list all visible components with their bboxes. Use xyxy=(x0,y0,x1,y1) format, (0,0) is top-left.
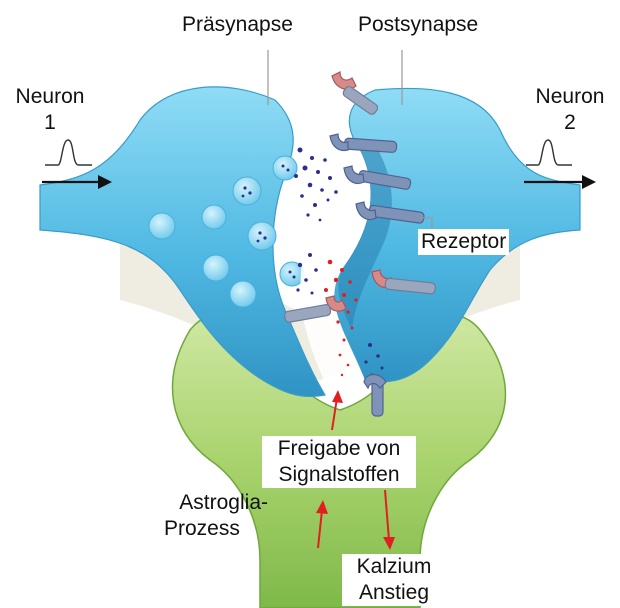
receptor-label: Rezeptor xyxy=(418,229,509,255)
astroglia-label: Astroglia- Prozess xyxy=(158,490,268,542)
calcium-label: Kalzium Anstieg xyxy=(342,554,446,606)
astroglia-label-line1: Astroglia- xyxy=(158,490,268,516)
calcium-label-line1: Kalzium xyxy=(345,554,443,580)
release-label: Freigabe von Signalstoffen xyxy=(262,436,416,488)
neuron2-output-arrow xyxy=(524,140,596,189)
neuron1-label-line2: 1 xyxy=(10,110,90,136)
astroglia-label-line2: Prozess xyxy=(158,516,268,542)
neuron2-label: Neuron 2 xyxy=(530,84,610,136)
neuron1-label: Neuron 1 xyxy=(10,84,90,136)
neuron2-label-line2: 2 xyxy=(530,110,610,136)
postsynapse-label: Postsynapse xyxy=(358,12,478,38)
release-label-line2: Signalstoffen xyxy=(265,462,413,488)
release-label-line1: Freigabe von xyxy=(265,436,413,462)
neuron2-label-line1: Neuron xyxy=(530,84,610,110)
calcium-label-line2: Anstieg xyxy=(345,580,443,606)
presynapse-label: Präsynapse xyxy=(182,12,293,38)
neuron1-label-line1: Neuron xyxy=(10,84,90,110)
